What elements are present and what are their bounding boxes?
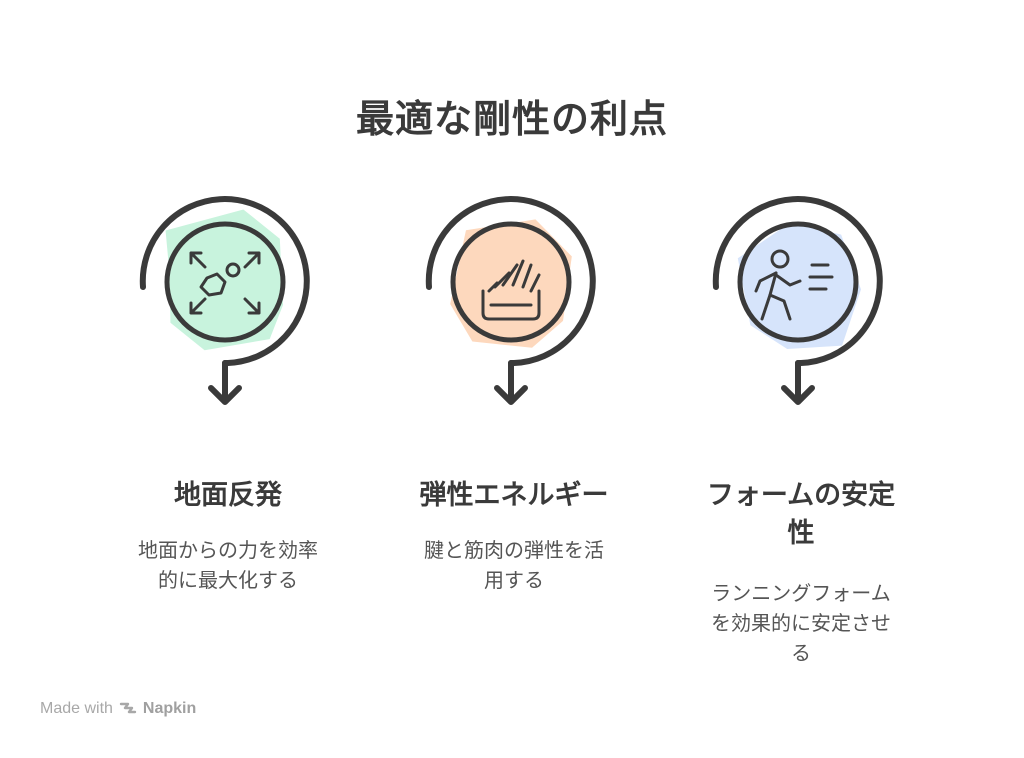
- benefit-description: 地面からの力を効率 的に最大化する: [138, 538, 318, 592]
- benefit-heading: 弾性エネルギー: [419, 480, 609, 511]
- benefit-description: ランニングフォーム を効果的に安定させ る: [711, 581, 891, 665]
- benefit-description: 腱と筋肉の弾性を活 用する: [424, 538, 604, 592]
- benefit-heading: 地面反発: [174, 480, 282, 511]
- spiral-arrow-graphic: [139, 196, 310, 405]
- napkin-brand: Napkin: [142, 700, 197, 717]
- page-title: 最適な剛性の利点: [355, 97, 668, 141]
- made-with-napkin-footer: Made with Napkin: [40, 700, 196, 718]
- spiral-arrow-graphic: [712, 196, 883, 405]
- spring-energy-icon: [481, 259, 541, 321]
- made-with-label: Made with: [40, 700, 113, 717]
- benefit-heading: フォームの安定 性: [706, 480, 896, 549]
- napkin-logo-icon: [119, 702, 137, 714]
- expand-arrows-icon: [189, 251, 261, 315]
- running-person-icon: [754, 249, 834, 321]
- spiral-arrow-graphic: [425, 196, 596, 405]
